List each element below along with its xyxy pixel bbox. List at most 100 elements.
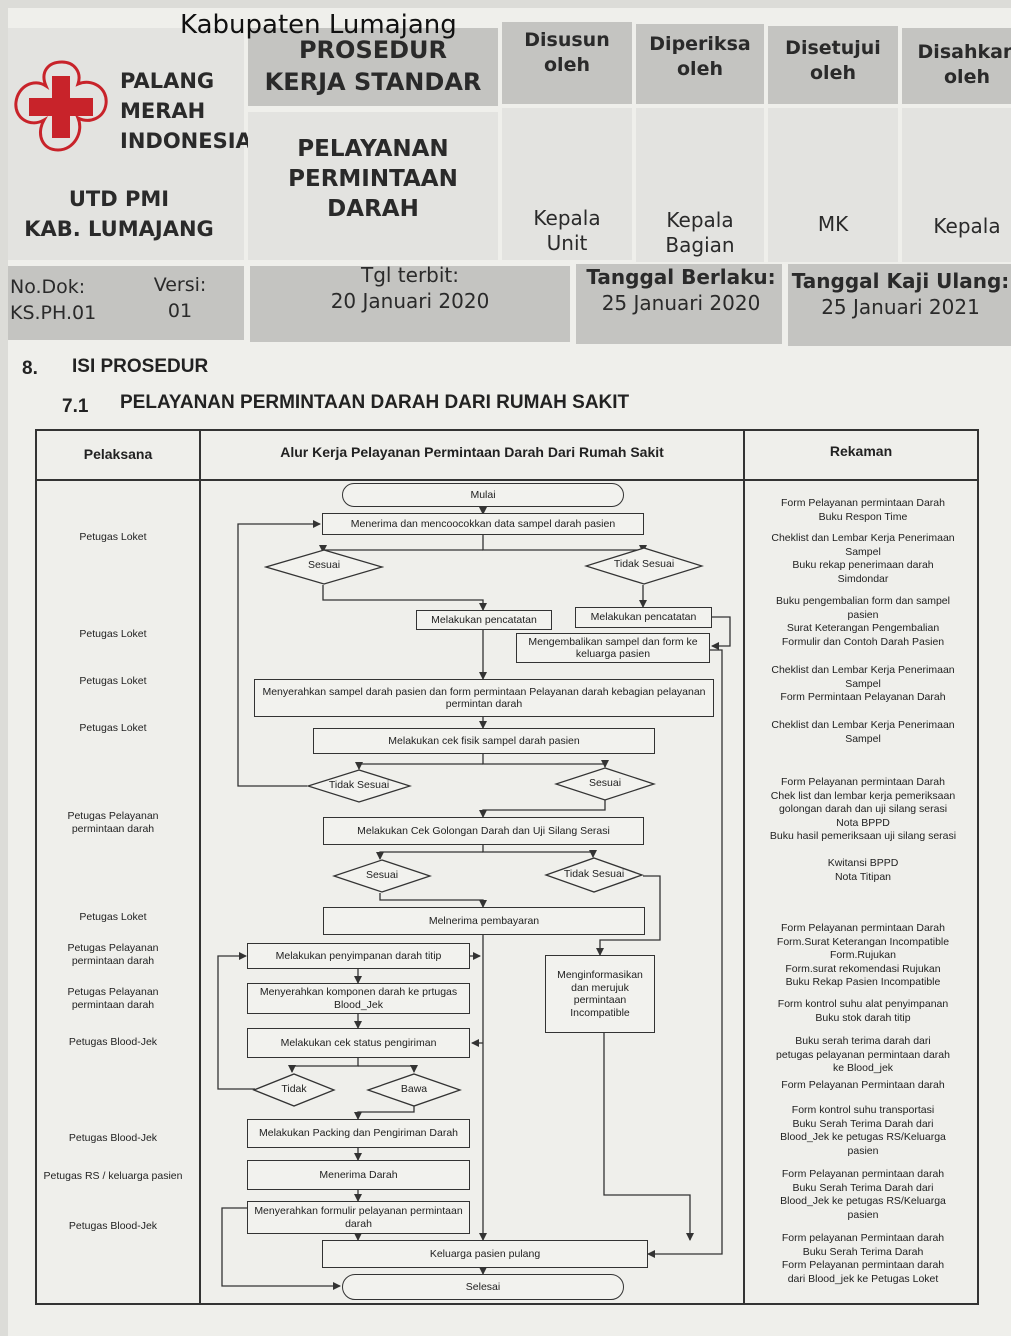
rekaman-item: Form Pelayanan permintaan Darah Form.Sur… [776, 922, 950, 988]
meta-cell [788, 264, 1011, 346]
approval-head-line: Disahkan [917, 41, 1011, 63]
decision-tidak-sesuai-1-label: Tidak Sesuai [613, 558, 675, 570]
rekaman-item: Form kontrol suhu alat penyimpanan Buku … [777, 998, 949, 1024]
approval-head-cell [636, 24, 764, 104]
approval-by-line: Bagian [665, 233, 735, 257]
section-number: 8. [22, 358, 38, 379]
step-mengembalikan: Mengembalikan sampel dan form ke keluarg… [516, 633, 710, 663]
approval-head-cell [768, 26, 898, 104]
approval-by-line: Unit [546, 231, 588, 255]
rekaman-item: Form kontrol suhu transportasi Buku Sera… [780, 1104, 946, 1157]
approval-sign-cell [502, 108, 632, 260]
approval-head-line: Disetujui [785, 37, 881, 59]
decision-tidak-sesuai-2 [306, 769, 412, 803]
pelaksana-item: Petugas Pelayanan permintaan darah [67, 942, 159, 967]
no-dok: No.Dok: KS.PH.01 [10, 274, 96, 326]
approval-by: MK [768, 212, 898, 237]
decision-sesuai-2-label: Sesuai [588, 777, 622, 789]
approval-head: Disetujui oleh [768, 36, 898, 86]
step-pencatatan-a: Melakukan pencatatan [416, 610, 552, 630]
rekaman-item: Form Pelayanan permintaan Darah Buku Res… [780, 497, 945, 523]
utd-line: KAB. LUMAJANG [24, 217, 214, 241]
approval-by-line: Kepala [533, 206, 601, 230]
decision-bawa [366, 1073, 462, 1107]
col-pelaksana: Pelaksana [83, 446, 153, 462]
approval-head-line: oleh [944, 66, 990, 88]
subsection-number: 7.1 [62, 396, 89, 417]
tgl-berlaku: Tanggal Berlaku: 25 Januari 2020 [576, 264, 786, 316]
rekaman-item: Form Pelayanan permintaan darah Buku Ser… [780, 1168, 946, 1221]
doc-type: PROSEDUR KERJA STANDAR [248, 34, 498, 98]
rekaman-item: Cheklist dan Lembar Kerja Penerimaan Sam… [771, 532, 955, 585]
red-cross-icon [14, 60, 108, 152]
approval-sign-cell [902, 108, 1011, 262]
pelaksana-item: Petugas Blood-Jek [68, 1220, 158, 1232]
decision-tidak-sesuai-3 [544, 857, 644, 893]
doc-title-line: PERMINTAAN [288, 166, 458, 192]
step-menerima-data: Menerima dan mencoocokkan data sampel da… [322, 513, 644, 535]
rekaman-item: Kwitansi BPPD Nota Titipan [827, 857, 899, 883]
doc-title-cell [248, 112, 498, 260]
pelaksana-item: Petugas Loket [79, 628, 147, 640]
approval-head-cell [902, 28, 1011, 104]
step-penyimpanan: Melakukan penyimpanan darah titip [247, 943, 470, 969]
pelaksana-item: Petugas Loket [79, 675, 147, 687]
terminal-selesai: Selesai [342, 1274, 624, 1300]
approval-sign-cell [768, 108, 898, 262]
approval-by: Kepala [902, 214, 1011, 239]
doc-type-cell [248, 28, 498, 106]
step-pencatatan-b: Melakukan pencatatan [575, 607, 712, 628]
org-line: INDONESIA [120, 129, 252, 153]
step-menyerahkan-formulir: Menyerahkan formulir pelayanan permintaa… [247, 1201, 470, 1234]
tgl-terbit-label: Tgl terbit: [360, 263, 460, 287]
step-cek-status: Melakukan cek status pengiriman [247, 1028, 470, 1058]
decision-tidak-sesuai-2-label: Tidak Sesuai [328, 779, 390, 791]
pelaksana-item: Petugas Pelayanan permintaan darah [67, 986, 159, 1011]
pelaksana-item: Petugas Pelayanan permintaan darah [67, 810, 159, 835]
org-line: PALANG [120, 69, 215, 93]
decision-tidak-label: Tidak [281, 1083, 307, 1095]
terminal-mulai: Mulai [342, 483, 624, 507]
doc-title-line: DARAH [327, 196, 419, 222]
tgl-berlaku-label: Tanggal Berlaku: [586, 265, 776, 289]
tgl-kaji: Tanggal Kaji Ulang: 25 Januari 2021 [790, 268, 1011, 320]
decision-sesuai-1 [264, 549, 384, 585]
approval-sign-cell [636, 108, 764, 262]
pelaksana-item: Petugas Loket [79, 911, 147, 923]
tgl-terbit-value: 20 Januari 2020 [330, 289, 490, 313]
rekaman-item: Form Pelayanan permintaan Darah Chek lis… [769, 776, 957, 842]
tgl-kaji-label: Tanggal Kaji Ulang: [791, 269, 1010, 293]
step-pembayaran: Melnerima pembayaran [323, 907, 645, 935]
decision-sesuai-3-label: Sesuai [365, 869, 399, 881]
rekaman-item: Form pelayanan Permintaan darah Buku Ser… [781, 1232, 945, 1285]
rekaman-item: Cheklist dan Lembar Kerja Penerimaan Sam… [771, 664, 955, 703]
region-name: Kabupaten Lumajang [180, 10, 457, 40]
rekaman-item: Cheklist dan Lembar Kerja Penerimaan Sam… [771, 719, 955, 745]
approval-head-line: oleh [810, 62, 856, 84]
pelaksana-item: Petugas RS / keluarga pasien [43, 1170, 183, 1182]
approval-head-line: oleh [677, 58, 723, 80]
section-title: ISI PROSEDUR [72, 356, 209, 377]
doc-type-line: KERJA STANDAR [264, 68, 482, 96]
decision-tidak-sesuai-1 [584, 547, 704, 585]
col-rekaman: Rekaman [829, 443, 893, 459]
pelaksana-item: Petugas Blood-Jek [68, 1036, 158, 1048]
meta-cell [576, 264, 782, 344]
approval-head: Disusun oleh [502, 28, 632, 78]
versi-value: 01 [167, 300, 193, 322]
approval-head-line: Disusun [524, 29, 610, 51]
approval-head-line: oleh [544, 54, 590, 76]
step-menyerahkan-komponen: Menyerahkan komponen darah ke prtugas Bl… [247, 983, 470, 1014]
subsection-title: PELAYANAN PERMINTAAN DARAH DARI RUMAH SA… [120, 392, 630, 413]
approval-by-line: Kepala [666, 208, 734, 232]
tgl-kaji-value: 25 Januari 2021 [821, 295, 980, 319]
no-dok-value: KS.PH.01 [10, 302, 97, 324]
tgl-terbit: Tgl terbit: 20 Januari 2020 [250, 262, 570, 314]
pelaksana-item: Petugas Loket [79, 531, 147, 543]
doc-title-line: PELAYANAN [297, 136, 449, 162]
decision-sesuai-3 [332, 859, 432, 893]
